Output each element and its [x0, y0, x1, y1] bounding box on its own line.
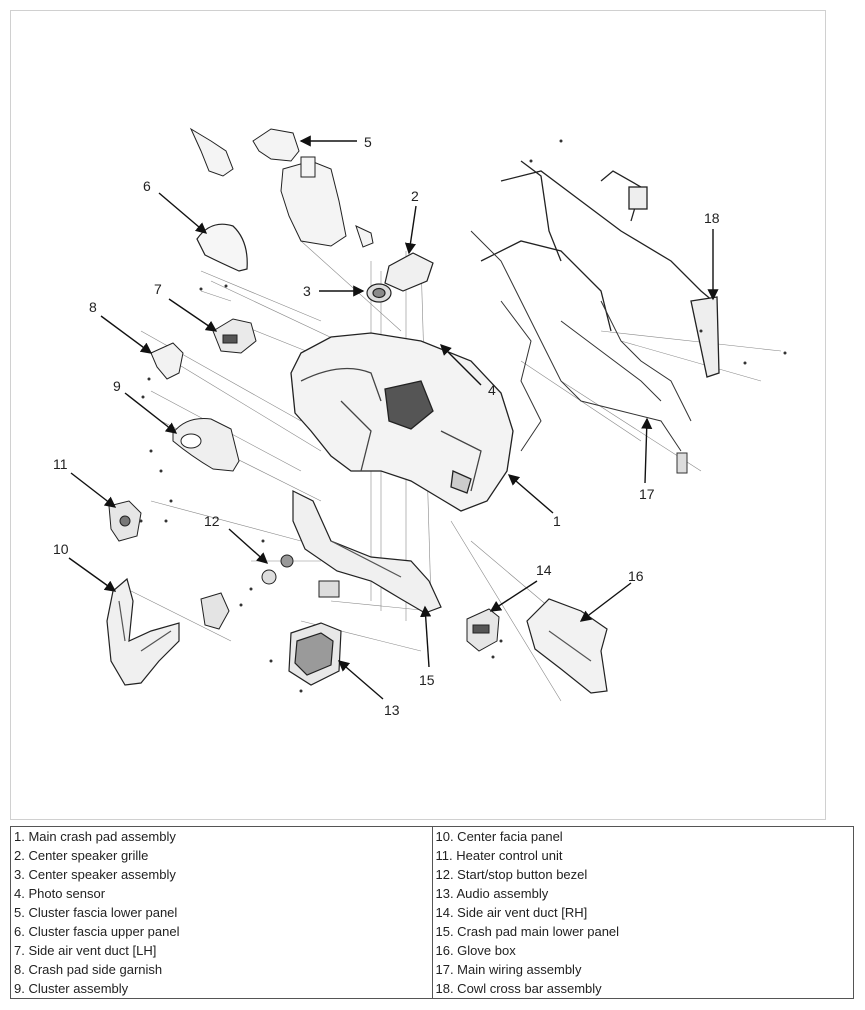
crash-pad-side-garnish-part [150, 342, 184, 380]
callout-2: 2 [411, 188, 419, 204]
main-wiring-part [470, 230, 692, 474]
callout-10: 10 [53, 541, 69, 557]
center-speaker-part [366, 283, 392, 303]
center-speaker-grille-part [384, 252, 434, 292]
legend-item-2: 2. Center speaker grille [14, 848, 149, 863]
legend-item-16: 16. Glove box [435, 943, 516, 958]
side-air-vent-lh-part [212, 318, 257, 354]
callout-6: 6 [143, 178, 151, 194]
legend-item-7: 7. Side air vent duct [LH] [14, 943, 157, 958]
callout-13: 13 [384, 702, 400, 718]
legend-item-14: 14. Side air vent duct [RH] [435, 905, 588, 920]
legend-item-15: 15. Crash pad main lower panel [435, 924, 620, 939]
legend-right-column: 10. Center facia panel 11. Heater contro… [431, 826, 854, 999]
glove-box-part [526, 598, 608, 694]
callout-7: 7 [154, 281, 162, 297]
side-air-vent-rh-part [466, 608, 500, 652]
legend-left-column: 1. Main crash pad assembly 2. Center spe… [10, 826, 433, 999]
diagram-drawing: 1 2 3 4 5 6 7 8 9 10 11 12 13 14 15 16 1… [53, 127, 787, 718]
callout-14: 14 [536, 562, 552, 578]
legend-item-6: 6. Cluster fascia upper panel [14, 924, 180, 939]
legend-item-4: 4. Photo sensor [14, 886, 106, 901]
crash-pad-lower-panel-part [292, 490, 442, 614]
legend-item-10: 10. Center facia panel [435, 829, 563, 844]
heater-control-unit-part [108, 500, 142, 542]
callout-15: 15 [419, 672, 435, 688]
audio-assembly-part [288, 622, 342, 686]
callout-9: 9 [113, 378, 121, 394]
center-facia-panel-part [106, 577, 180, 686]
legend-item-17: 17. Main wiring assembly [435, 962, 582, 977]
exploded-diagram: 1 2 3 4 5 6 7 8 9 10 11 12 13 14 15 16 1… [10, 10, 826, 820]
legend-item-12: 12. Start/stop button bezel [435, 867, 588, 882]
callout-12: 12 [204, 513, 220, 529]
callout-8: 8 [89, 299, 97, 315]
main-crash-pad-part [290, 332, 514, 512]
legend-item-8: 8. Crash pad side garnish [14, 962, 163, 977]
legend-row: 1. Main crash pad assembly 2. Center spe… [10, 826, 854, 999]
cowl-cross-bar-part [480, 160, 720, 378]
parts-legend-table: 1. Main crash pad assembly 2. Center spe… [10, 826, 854, 999]
callout-3: 3 [303, 283, 311, 299]
cluster-assembly-part [172, 418, 240, 472]
legend-item-3: 3. Center speaker assembly [14, 867, 176, 882]
callout-11: 11 [53, 456, 68, 472]
callout-1: 1 [553, 513, 561, 529]
legend-item-9: 9. Cluster assembly [14, 981, 129, 996]
legend-item-18: 18. Cowl cross bar assembly [435, 981, 602, 996]
legend-item-1: 1. Main crash pad assembly [14, 829, 176, 844]
callout-numbers: 1 2 3 4 5 6 7 8 9 10 11 12 13 14 15 16 1… [53, 134, 720, 718]
callout-4: 4 [488, 382, 496, 398]
callout-5: 5 [364, 134, 372, 150]
callout-17: 17 [639, 486, 655, 502]
cluster-fascia-lower-panel-part [189, 127, 374, 248]
callout-18: 18 [704, 210, 720, 226]
start-stop-bezel-part [200, 554, 340, 630]
legend-item-11: 11. Heater control unit [435, 848, 563, 863]
legend-item-5: 5. Cluster fascia lower panel [14, 905, 178, 920]
cluster-fascia-upper-panel-part [196, 223, 248, 272]
legend-left-list: 1. Main crash pad assembly 2. Center spe… [11, 827, 432, 998]
callout-16: 16 [628, 568, 644, 584]
callout-leaders [68, 135, 719, 700]
fasteners [139, 139, 787, 693]
legend-item-13: 13. Audio assembly [435, 886, 549, 901]
legend-right-list: 10. Center facia panel 11. Heater contro… [433, 827, 854, 998]
